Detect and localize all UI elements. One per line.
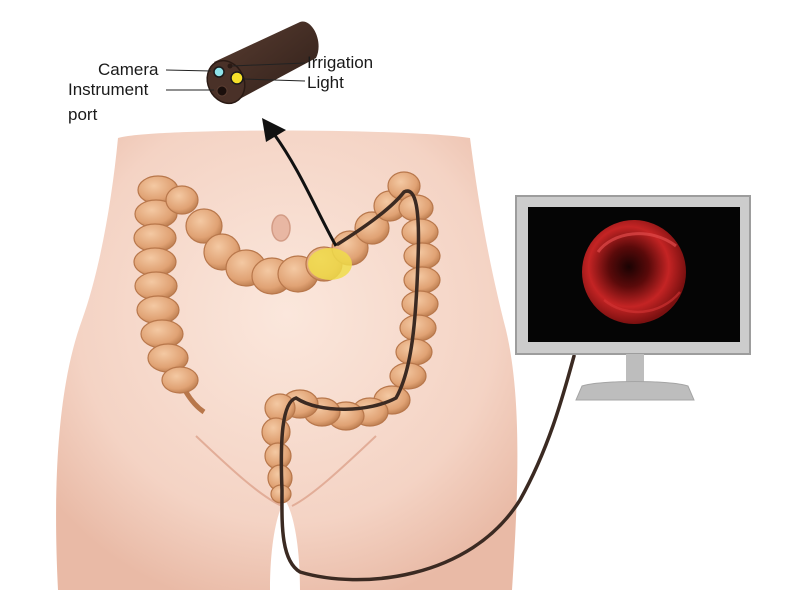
lower-torso: [56, 130, 518, 590]
navel: [271, 214, 291, 242]
highlighted-area: [308, 248, 352, 280]
label-instrument-port-line2: port: [68, 105, 98, 124]
label-instrument-port-line1: Instrument: [68, 80, 149, 99]
light-lens: [230, 71, 244, 85]
label-light: Light: [307, 73, 344, 92]
colon-lumen-view: [582, 220, 686, 324]
camera-lens: [213, 66, 225, 78]
endoscope-tip: [206, 21, 319, 105]
instrument-port-hole: [216, 85, 228, 97]
colon: [133, 171, 441, 504]
scope-tube: [279, 189, 576, 582]
label-irrigation: Irrigation: [307, 53, 374, 72]
monitor: [515, 195, 751, 401]
pointer-arrow: [272, 133, 338, 247]
irrigation-port: [227, 63, 233, 69]
arrow-head: [262, 118, 286, 142]
label-camera: Camera: [98, 60, 159, 79]
